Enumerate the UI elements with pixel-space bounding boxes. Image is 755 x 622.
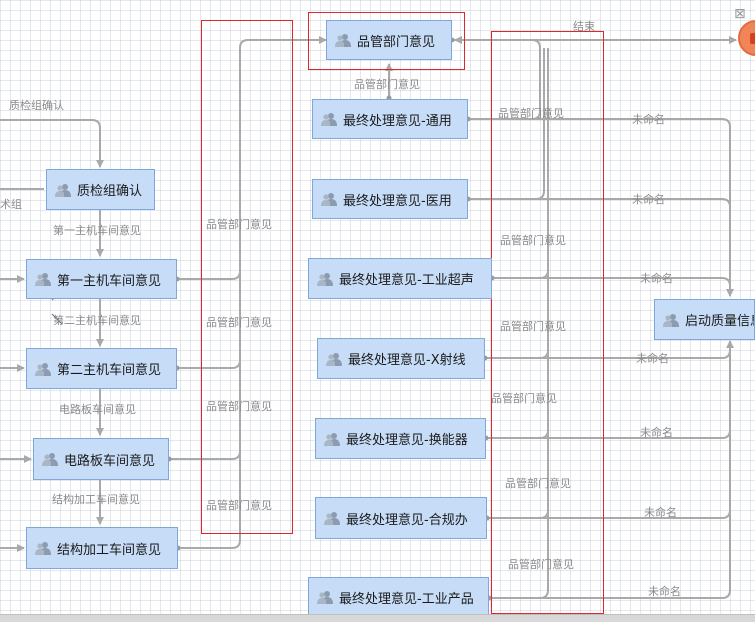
edge-label: 品管部门意见 xyxy=(500,234,566,247)
edge-label: 品管部门意见 xyxy=(206,316,272,329)
user-group-icon xyxy=(321,113,337,126)
user-group-icon xyxy=(321,193,337,206)
edge-label: 第二主机车间意见 xyxy=(53,314,141,327)
edge-label: 未命名 xyxy=(636,352,669,365)
edge-label: 未命名 xyxy=(648,585,681,598)
node-label: 品管部门意见 xyxy=(357,34,436,50)
edge-label: 品管部门意见 xyxy=(206,499,272,512)
node-label: 最终处理意见-医用 xyxy=(343,193,452,209)
highlight-box-pg-node xyxy=(308,12,465,70)
user-group-icon xyxy=(35,273,51,286)
edge-label: 品管部门意见 xyxy=(505,477,571,490)
edge-label: 品管部门意见 xyxy=(206,218,272,231)
edge-label: 电路板车间意见 xyxy=(59,403,136,416)
node-zhu2[interactable]: 第二主机车间意见 xyxy=(26,348,177,389)
edge-label: 未命名 xyxy=(640,272,673,285)
user-group-icon xyxy=(55,183,71,197)
node-qidong[interactable]: 启动质量信息 xyxy=(654,299,755,340)
edge-label: 未命名 xyxy=(632,193,665,206)
edge-label: 品管部门意见 xyxy=(500,320,566,333)
node-label: 质检组确认 xyxy=(77,184,143,199)
edge-label: 品管部门意见 xyxy=(498,107,564,120)
edge-wm-2 xyxy=(468,198,731,296)
user-group-icon xyxy=(35,362,51,376)
node-label: 第二主机车间意见 xyxy=(57,363,162,378)
edge-wm-3 xyxy=(492,277,731,296)
highlight-box-left-labels xyxy=(201,20,293,534)
node-xshe[interactable]: 最终处理意见-X射线 xyxy=(317,338,485,379)
node-hegui[interactable]: 最终处理意见-合规办 xyxy=(315,497,487,539)
highlight-box-right-labels xyxy=(491,31,604,614)
edge-label: 未命名 xyxy=(632,113,665,126)
edge-label: 第一主机车间意见 xyxy=(53,224,141,237)
edge-zhijian-top xyxy=(0,119,104,168)
node-label: 最终处理意见-通用 xyxy=(343,113,452,129)
edge-label: 品管部门意见 xyxy=(491,392,557,405)
node-label: 最终处理意见-合规办 xyxy=(346,512,468,528)
user-group-icon xyxy=(35,542,51,555)
node-pinguan[interactable]: 品管部门意见 xyxy=(326,20,452,60)
node-chaosheng[interactable]: 最终处理意见-工业超声 xyxy=(308,258,492,299)
node-huanneng[interactable]: 最终处理意见-换能器 xyxy=(315,418,486,459)
stop-icon xyxy=(750,33,755,44)
user-group-icon xyxy=(42,453,58,466)
node-label: 最终处理意见-换能器 xyxy=(346,433,468,448)
horizontal-scrollbar[interactable] xyxy=(0,614,755,622)
edge-label: 结构加工车间意见 xyxy=(52,493,140,506)
node-label: 最终处理意见-X射线 xyxy=(348,353,466,368)
node-yiyong[interactable]: 最终处理意见-医用 xyxy=(312,179,468,219)
node-jiegou[interactable]: 结构加工车间意见 xyxy=(26,527,178,569)
edge-label: 品管部门意见 xyxy=(206,400,272,413)
user-group-icon xyxy=(317,272,333,286)
user-group-icon xyxy=(324,512,340,525)
node-zhijian[interactable]: 质检组确认 xyxy=(46,169,155,210)
edge-label: 术组 xyxy=(0,198,22,211)
edge-label: 品管部门意见 xyxy=(508,558,574,571)
close-icon[interactable]: ⊠ xyxy=(734,6,746,22)
node-zhu1[interactable]: 第一主机车间意见 xyxy=(26,259,177,299)
user-group-icon xyxy=(663,313,679,327)
node-label: 结构加工车间意见 xyxy=(57,542,162,558)
edge-label: 未命名 xyxy=(644,506,677,519)
user-group-icon xyxy=(324,432,340,446)
edge-jiegou-pg xyxy=(178,48,241,549)
edge-label: 质检组确认 xyxy=(9,99,64,112)
node-dianlu[interactable]: 电路板车间意见 xyxy=(33,438,169,480)
user-group-icon xyxy=(326,352,342,366)
node-label: 电路板车间意见 xyxy=(64,453,156,469)
edge-label: 结束 xyxy=(573,20,595,33)
node-tongyong[interactable]: 最终处理意见-通用 xyxy=(312,99,468,139)
edge-label: 品管部门意见 xyxy=(354,78,420,91)
user-group-icon xyxy=(335,34,351,47)
edge-wm-1 xyxy=(468,118,734,297)
edge-label: 未命名 xyxy=(640,426,673,439)
node-gongye[interactable]: 最终处理意见-工业产品 xyxy=(308,577,489,617)
edge-wm-7 xyxy=(489,340,734,599)
node-label: 启动质量信息 xyxy=(685,314,754,329)
node-label: 最终处理意见-工业超声 xyxy=(339,273,474,288)
node-label: 第一主机车间意见 xyxy=(57,273,162,289)
user-group-icon xyxy=(317,591,333,604)
node-label: 最终处理意见-工业产品 xyxy=(339,591,474,607)
